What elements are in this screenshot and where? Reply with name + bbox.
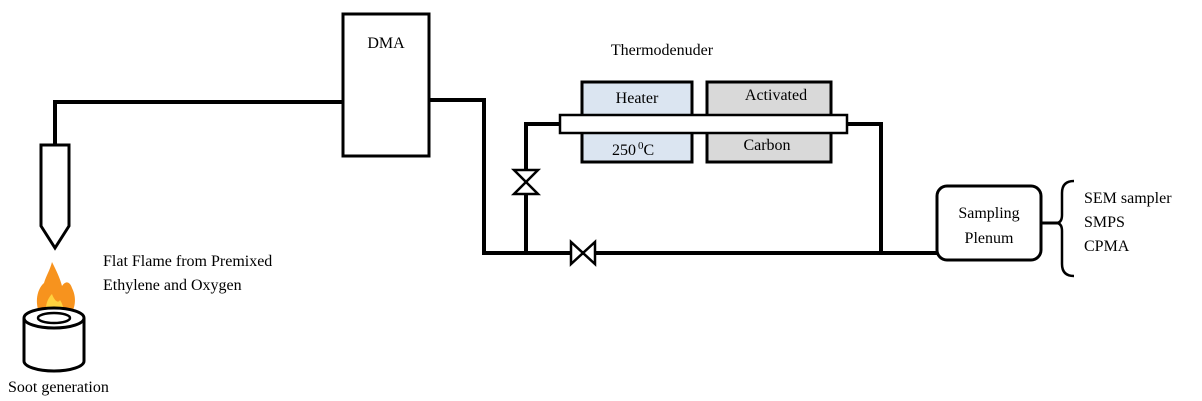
pipe-thermodenuder-return — [845, 122, 883, 255]
pipe-inlet-to-dma — [53, 100, 345, 147]
sampling-plenum-line1: Sampling — [958, 205, 1019, 222]
heater-temperature-degree: 0 — [638, 140, 644, 152]
dma-box — [341, 12, 431, 158]
burner-icon — [22, 306, 86, 373]
sampling-plenum-line2: Plenum — [965, 230, 1014, 247]
sampling-probe — [39, 143, 71, 251]
thermodenuder-label: Thermodenuder — [611, 42, 714, 59]
valve-icon — [569, 239, 597, 267]
pipe-bypass-to-thermodenuder — [524, 122, 562, 255]
heater-label: Heater — [616, 90, 659, 107]
flame-label-line1: Flat Flame from Premixed — [103, 253, 272, 270]
carbon-label: Carbon — [743, 137, 790, 154]
instrument-label: SMPS — [1084, 214, 1125, 231]
flame-label-line2: Ethylene and Oxygen — [103, 277, 242, 294]
thermodenuder-tube — [558, 113, 849, 135]
dma-label: DMA — [367, 35, 405, 52]
instrument-bracket — [1055, 179, 1075, 278]
instrument-label: SEM sampler — [1084, 190, 1172, 207]
valve-icon — [510, 168, 542, 196]
sampling-plenum-box — [935, 184, 1043, 262]
heater-temperature-value: 250 — [612, 142, 636, 159]
pipe-dma-to-plenum — [427, 98, 939, 255]
soot-generation-label: Soot generation — [8, 379, 109, 396]
instrument-label: CPMA — [1084, 238, 1130, 255]
activated-label: Activated — [745, 87, 807, 104]
heater-temperature-unit: C — [644, 142, 655, 159]
